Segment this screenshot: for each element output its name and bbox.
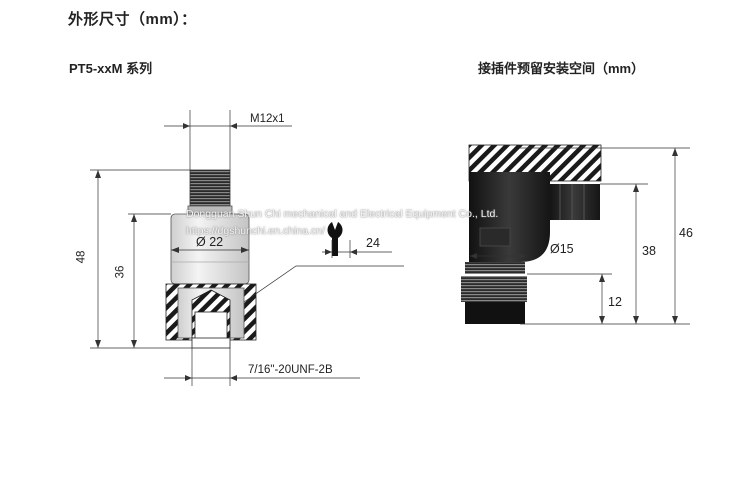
thread-bottom-label: 7/16"-20UNF-2B <box>248 364 333 376</box>
series-label: PT5-xxM 系列 <box>69 61 153 76</box>
watermark-company: Dongguan Shun Chi mechanical and Electri… <box>186 208 499 220</box>
wrench-size-label: 24 <box>366 236 380 250</box>
dim-12-label: 12 <box>608 295 622 309</box>
connector-drawing <box>461 144 602 324</box>
diameter-label: Ø 22 <box>196 235 224 249</box>
thread-top-label: M12x1 <box>250 113 285 125</box>
dim-38-label: 38 <box>642 244 656 258</box>
connector-cable <box>548 184 600 220</box>
sensor-top-thread <box>189 169 231 209</box>
connector-dimension-lines <box>470 147 690 325</box>
wrench-icon <box>327 222 351 258</box>
watermark-url: https://dgshunchi.en.china.cn/ <box>186 225 325 237</box>
sensor-bottom-thread <box>191 337 231 349</box>
height-body-label: 36 <box>114 265 127 279</box>
height-total-label: 48 <box>75 250 88 264</box>
sensor-drawing <box>165 169 257 349</box>
dim-46-label: 46 <box>679 226 693 240</box>
connector-space-title: 接插件预留安装空间（mm） <box>478 61 645 76</box>
connector-coupling <box>465 262 525 274</box>
page-title: 外形尺寸（mm）： <box>68 11 197 28</box>
connector-diameter-label: Ø15 <box>550 242 574 256</box>
